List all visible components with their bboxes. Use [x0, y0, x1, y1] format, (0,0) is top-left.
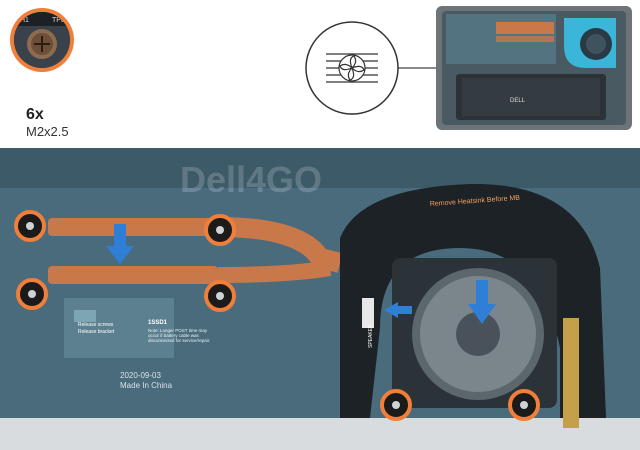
battery-brand-label: DELL — [510, 98, 526, 104]
fan-icon — [305, 21, 399, 115]
board-origin: Made In China — [120, 381, 173, 390]
ssd-step-2: Release bracket — [78, 329, 115, 335]
ssd-note: Note: Longer POST time may occur if batt… — [148, 328, 210, 343]
watermark: Dell4GO — [180, 159, 322, 200]
ssd-step-1: Release screws — [78, 322, 114, 328]
callout-connector — [398, 67, 438, 69]
screw-closeup-photo: H1 TP8 — [14, 12, 70, 68]
board-date: 2020-09-03 — [120, 371, 161, 380]
speaker-label: SPEAKER — [368, 324, 374, 348]
ssd-title: 1SSD1 — [148, 320, 168, 326]
screw-count: 6x — [26, 106, 44, 123]
screw-size: M2x2.5 — [26, 124, 69, 139]
motherboard-closeup-photo: Dell4GO Release screws Release bracket 1… — [0, 148, 640, 450]
screw-badge-label-h1: H1 — [20, 17, 29, 24]
screw-closeup-badge: H1 TP8 — [10, 8, 74, 72]
laptop-overview-photo: DELL — [436, 6, 632, 130]
screw-badge-label-tp8: TP8 — [52, 17, 65, 24]
